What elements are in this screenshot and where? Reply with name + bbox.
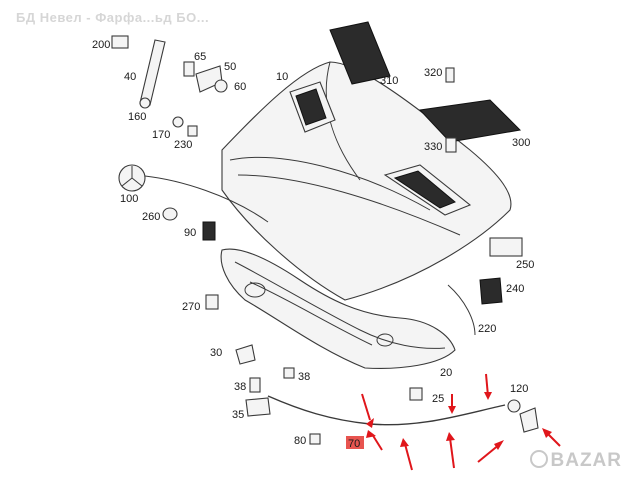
hood-panel [221,61,512,301]
label-120: 120 [510,383,528,395]
release-cable-70 [267,395,506,426]
star-emblem-100 [118,164,269,223]
label-20: 20 [440,367,452,379]
label-230: 230 [174,139,192,151]
label-35: 35 [232,409,244,421]
hood-vent-right [383,164,472,216]
highlight-70-bg [346,436,364,449]
watermark-text: БД Невел - Фарфа...ьд БО... [16,10,210,25]
hood-inner-frame [220,248,456,369]
label-90: 90 [184,227,196,239]
label-330: 330 [424,141,442,153]
prop-rod-40 [139,39,166,106]
bazar-icon [529,450,548,468]
label-65: 65 [194,51,206,63]
label-270: 270 [182,301,200,313]
label-60: 60 [234,81,246,93]
label-100: 100 [120,193,138,205]
label-30: 30 [210,347,222,359]
label-10: 10 [276,71,288,83]
label-310: 310 [380,75,398,87]
label-40: 40 [124,71,136,83]
label-250: 250 [516,259,534,271]
label-38b: 38 [234,381,246,393]
part-labels: 200 40 160 65 50 60 170 230 10 310 320 3… [92,39,534,450]
label-160: 160 [128,111,146,123]
label-25: 25 [432,393,444,405]
label-260: 260 [142,211,160,223]
label-220: 220 [478,323,496,335]
bazar-brand-text: BAZAR [550,450,622,471]
label-200: 200 [92,39,110,51]
bazar-logo: BAZAR [529,450,623,472]
grille-310 [329,21,391,85]
red-arrows [361,373,561,471]
label-38a: 38 [298,371,310,383]
hood-vent-left [289,81,336,133]
label-170: 170 [152,129,170,141]
label-80: 80 [294,435,306,447]
label-70: 70 [348,438,360,450]
label-240: 240 [506,283,524,295]
small-parts [111,35,539,445]
label-300: 300 [512,137,530,149]
label-50: 50 [224,61,236,73]
label-320: 320 [424,67,442,79]
grille-300 [418,99,522,143]
